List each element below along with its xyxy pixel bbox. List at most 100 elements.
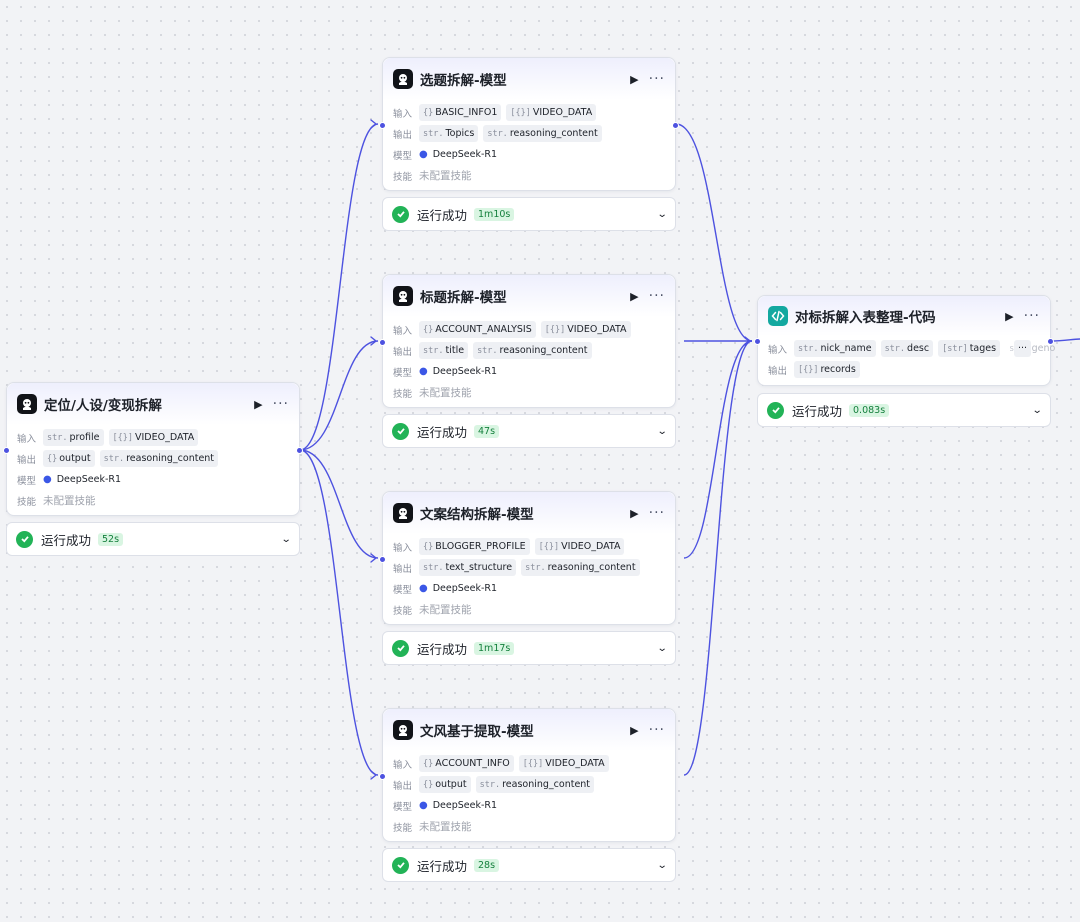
param-chip: [{}]VIDEO_DATA	[506, 104, 597, 121]
more-icon[interactable]: ···	[648, 505, 665, 521]
input-row: 输入 {}ACCOUNT_INFO [{}]VIDEO_DATA	[393, 753, 665, 774]
llm-icon	[17, 394, 37, 414]
arrow-n1	[370, 119, 378, 129]
output-row: 输出 [{}]records	[768, 359, 1040, 380]
check-circle-icon	[392, 856, 409, 874]
chevron-down-icon[interactable]: ⌄	[656, 208, 668, 220]
node-style-extract[interactable]: 文风基于提取-模型 ▶ ··· 输入 {}ACCOUNT_INFO [{}]VI…	[379, 708, 676, 882]
param-chip: str.profile	[43, 429, 104, 446]
deepseek-whale-icon: ●	[419, 800, 428, 811]
run-status-bar[interactable]: 运行成功 0.083s ⌄	[757, 393, 1051, 427]
more-icon[interactable]: ···	[648, 722, 665, 738]
more-icon[interactable]: ···	[1023, 308, 1040, 324]
play-icon[interactable]: ▶	[254, 397, 263, 411]
node-copy-structure[interactable]: 文案结构拆解-模型 ▶ ··· 输入 {}BLOGGER_PROFILE [{}…	[379, 491, 676, 665]
chevron-down-icon[interactable]: ⌄	[656, 425, 668, 437]
node-title-analysis[interactable]: 标题拆解-模型 ▶ ··· 输入 {}ACCOUNT_ANALYSIS [{}]…	[379, 274, 676, 448]
param-chip: {}BASIC_INFO1	[419, 104, 502, 121]
node-title: 标题拆解-模型	[420, 290, 507, 306]
arrow-n2	[370, 336, 378, 346]
play-icon[interactable]: ▶	[630, 289, 639, 303]
run-status-bar[interactable]: 运行成功 1m10s ⌄	[382, 197, 676, 231]
arrow-n5	[744, 336, 752, 346]
more-params-button[interactable]: ···	[1013, 340, 1031, 357]
code-icon	[768, 306, 788, 326]
param-chip: str.reasoning_content	[483, 125, 602, 142]
input-row: 输入 {}ACCOUNT_ANALYSIS [{}]VIDEO_DATA	[393, 319, 665, 340]
play-icon[interactable]: ▶	[1005, 309, 1014, 323]
output-port[interactable]	[672, 122, 679, 129]
chevron-down-icon[interactable]: ⌄	[280, 533, 292, 545]
node-table-code[interactable]: 对标拆解入表整理-代码 ▶ ··· 输入 str.nick_name str.d…	[754, 295, 1055, 427]
node-header: 对标拆解入表整理-代码 ▶ ···	[758, 296, 1050, 336]
skill-row: 技能 未配置技能	[393, 387, 472, 400]
model-row: 模型 ● DeepSeek-R1	[17, 474, 122, 487]
input-row: 输入 str.nick_name str.desc [str]tages str…	[768, 338, 1055, 359]
input-port[interactable]	[379, 773, 386, 780]
output-port[interactable]	[296, 447, 303, 454]
param-chip: [str]tages	[938, 340, 1001, 357]
edge-n0-n4	[299, 449, 379, 776]
node-header: 定位/人设/变现拆解 ▶ ···	[7, 383, 299, 425]
llm-icon	[393, 69, 413, 89]
more-icon[interactable]: ···	[272, 396, 289, 412]
output-row: 输出 {}output str.reasoning_content	[393, 774, 665, 795]
input-port[interactable]	[3, 447, 10, 454]
check-circle-icon	[392, 639, 409, 657]
model-row: 模型 ● DeepSeek-R1	[393, 583, 498, 596]
output-row: 输出 str.title str.reasoning_content	[393, 340, 665, 361]
node-title: 定位/人设/变现拆解	[44, 398, 162, 414]
param-chip: str.nick_name	[794, 340, 876, 357]
run-status-bar[interactable]: 运行成功 1m17s ⌄	[382, 631, 676, 665]
node-card[interactable]: 选题拆解-模型 ▶ ··· 输入 {}BASIC_INFO1 [{}]VIDEO…	[379, 57, 679, 191]
run-status-bar[interactable]: 运行成功 52s ⌄	[6, 522, 300, 556]
edge-n0-n3	[299, 449, 379, 559]
node-title: 文案结构拆解-模型	[420, 507, 534, 523]
param-chip: str.title	[419, 342, 469, 359]
node-header: 文案结构拆解-模型 ▶ ···	[383, 492, 675, 534]
input-port[interactable]	[379, 122, 386, 129]
more-icon[interactable]: ···	[648, 288, 665, 304]
more-icon[interactable]: ···	[648, 71, 665, 87]
run-status-bar[interactable]: 运行成功 28s ⌄	[382, 848, 676, 882]
input-row: 输入 {}BLOGGER_PROFILE [{}]VIDEO_DATA	[393, 536, 665, 557]
param-chip: str.reasoning_content	[473, 342, 592, 359]
node-card[interactable]: 标题拆解-模型 ▶ ··· 输入 {}ACCOUNT_ANALYSIS [{}]…	[379, 274, 676, 408]
node-card[interactable]: 对标拆解入表整理-代码 ▶ ··· 输入 str.nick_name str.d…	[754, 295, 1055, 386]
model-row: 模型 ● DeepSeek-R1	[393, 366, 498, 379]
param-chip: [{}]VIDEO_DATA	[108, 429, 199, 446]
chevron-down-icon[interactable]: ⌄	[1031, 404, 1043, 416]
deepseek-whale-icon: ●	[419, 583, 428, 594]
model-row: 模型 ● DeepSeek-R1	[393, 149, 498, 162]
param-chip: {}ACCOUNT_INFO	[419, 755, 514, 772]
output-port[interactable]	[1047, 338, 1054, 345]
node-header: 选题拆解-模型 ▶ ···	[383, 58, 675, 100]
param-chip: [{}]VIDEO_DATA	[534, 538, 625, 555]
skill-row: 技能 未配置技能	[393, 604, 472, 617]
node-card[interactable]: 定位/人设/变现拆解 ▶ ··· 输入 str.profile [{}]VIDE…	[3, 382, 303, 516]
chevron-down-icon[interactable]: ⌄	[656, 642, 668, 654]
input-port[interactable]	[379, 339, 386, 346]
node-topic[interactable]: 选题拆解-模型 ▶ ··· 输入 {}BASIC_INFO1 [{}]VIDEO…	[379, 57, 679, 231]
node-header: 文风基于提取-模型 ▶ ···	[383, 709, 675, 751]
play-icon[interactable]: ▶	[630, 506, 639, 520]
edge-n1-n5	[675, 123, 753, 342]
input-row: 输入 str.profile [{}]VIDEO_DATA	[17, 427, 289, 448]
deepseek-whale-icon: ●	[43, 474, 52, 485]
input-port[interactable]	[379, 556, 386, 563]
deepseek-whale-icon: ●	[419, 149, 428, 160]
node-positioning[interactable]: 定位/人设/变现拆解 ▶ ··· 输入 str.profile [{}]VIDE…	[3, 382, 303, 556]
llm-icon	[393, 503, 413, 523]
input-port[interactable]	[754, 338, 761, 345]
node-card[interactable]: 文风基于提取-模型 ▶ ··· 输入 {}ACCOUNT_INFO [{}]VI…	[379, 708, 676, 842]
node-card[interactable]: 文案结构拆解-模型 ▶ ··· 输入 {}BLOGGER_PROFILE [{}…	[379, 491, 676, 625]
arrow-n4	[370, 770, 378, 780]
edge-n3-n5	[683, 340, 753, 559]
param-chip: str.text_structure	[419, 559, 517, 576]
check-circle-icon	[16, 530, 33, 548]
param-chip: [{}]VIDEO_DATA	[518, 755, 609, 772]
chevron-down-icon[interactable]: ⌄	[656, 859, 668, 871]
run-status-bar[interactable]: 运行成功 47s ⌄	[382, 414, 676, 448]
play-icon[interactable]: ▶	[630, 72, 639, 86]
play-icon[interactable]: ▶	[630, 723, 639, 737]
